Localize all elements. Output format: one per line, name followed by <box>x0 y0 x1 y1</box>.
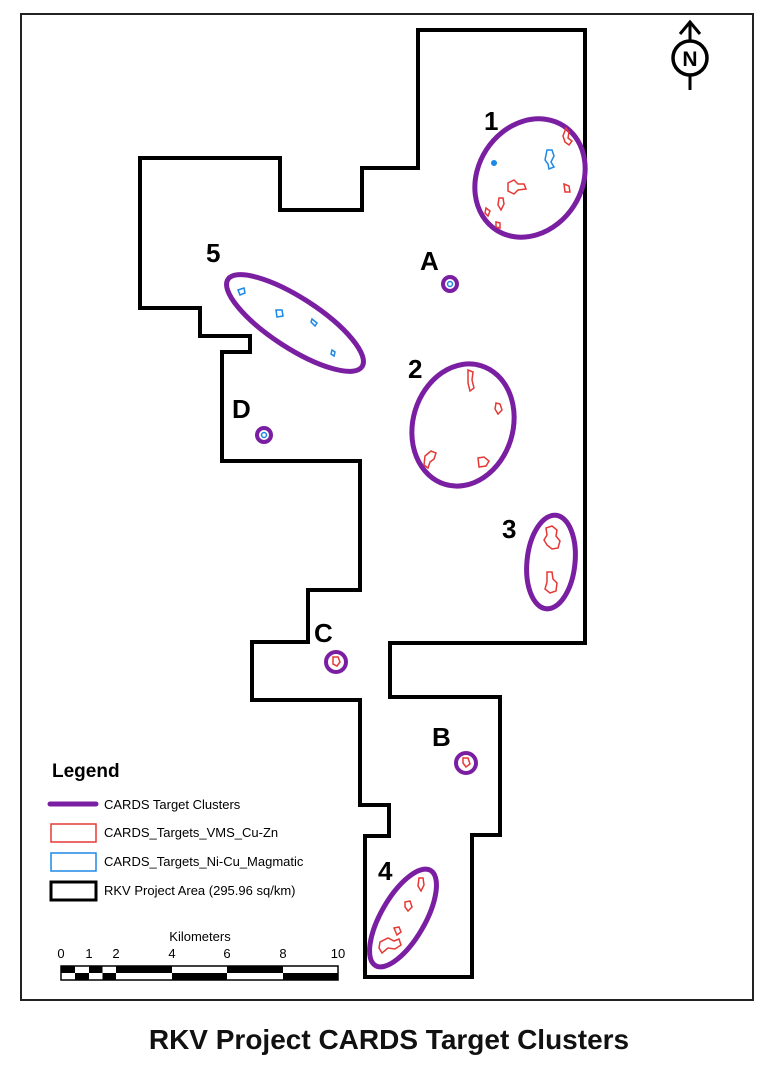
scale-segment <box>102 973 116 980</box>
cluster-b-ring <box>454 751 478 775</box>
cluster-c[interactable]: C <box>314 618 348 674</box>
cluster-c-ring <box>324 650 348 674</box>
scale-segment <box>283 973 338 980</box>
cluster-d[interactable]: D <box>232 394 273 444</box>
scale-tick-label: 4 <box>168 946 175 961</box>
magmatic-target <box>260 431 268 439</box>
magmatic-target <box>275 309 284 318</box>
vms-target <box>392 926 402 937</box>
scale-tick-label: 6 <box>223 946 230 961</box>
north-arrow-label: N <box>682 48 697 71</box>
cluster-b-label: B <box>432 722 451 752</box>
magmatic-target <box>491 160 497 166</box>
magmatic-target <box>330 348 336 358</box>
vms-target <box>507 179 528 195</box>
legend-swatch-vms <box>50 823 97 843</box>
cluster-a-label: A <box>420 246 439 276</box>
vms-target <box>378 937 402 955</box>
scale-tick-label: 10 <box>331 946 345 961</box>
magmatic-target <box>237 287 246 296</box>
cluster-d-ring <box>255 426 273 444</box>
cluster-4[interactable]: 4 <box>356 856 449 977</box>
legend-label-vms: CARDS_Targets_VMS_Cu-Zn <box>104 825 278 840</box>
cluster-1-label: 1 <box>484 106 498 136</box>
vms-target <box>462 757 471 769</box>
scale-tick-label: 0 <box>57 946 64 961</box>
scale-segment <box>172 973 227 980</box>
legend-swatch-magmatic <box>50 852 97 872</box>
scale-segment <box>89 966 103 973</box>
vms-target <box>543 525 561 550</box>
project-area-boundary <box>138 28 587 979</box>
cluster-b[interactable]: B <box>432 722 478 775</box>
cluster-5[interactable]: 5 <box>206 238 376 388</box>
scale-segment <box>116 966 172 973</box>
cluster-d-label: D <box>232 394 251 424</box>
legend-label-project-area: RKV Project Area (295.96 sq/km) <box>104 883 295 898</box>
cluster-3-label: 3 <box>502 514 516 544</box>
north-arrow-circle <box>671 39 709 77</box>
cluster-2-ellipse <box>409 361 517 489</box>
cluster-4-label: 4 <box>378 856 393 886</box>
vms-target <box>495 221 501 229</box>
cluster-5-ellipse <box>224 272 366 374</box>
scale-segment <box>227 966 283 973</box>
north-arrow-head <box>678 19 702 35</box>
vms-target <box>562 126 574 147</box>
vms-target <box>404 900 413 913</box>
scale-tick-label: 8 <box>279 946 286 961</box>
vms-target <box>423 450 437 470</box>
scale-segment <box>61 966 75 973</box>
map-frame <box>20 13 754 1001</box>
scale-tick-label: 1 <box>85 946 92 961</box>
scale-bar: Kilometers 0 1 2 4 6 8 10 <box>57 929 345 981</box>
vms-target <box>484 206 491 218</box>
cluster-5-label: 5 <box>206 238 220 268</box>
magmatic-target <box>310 317 319 328</box>
map-title: RKV Project CARDS Target Clusters <box>148 1024 630 1055</box>
legend-swatch-project-area <box>49 880 98 902</box>
cluster-a-ring <box>441 275 459 293</box>
cluster-1[interactable]: 1 <box>453 98 608 259</box>
cluster-c-label: C <box>314 618 333 648</box>
cluster-2-label: 2 <box>408 354 422 384</box>
vms-target <box>467 368 475 393</box>
north-arrow: N <box>671 19 709 90</box>
vms-target <box>497 197 505 212</box>
magmatic-target <box>446 280 454 288</box>
cluster-a[interactable]: A <box>420 246 459 293</box>
vms-target <box>544 571 558 594</box>
legend: Legend CARDS Target Clusters CARDS_Targe… <box>47 761 304 902</box>
cluster-3[interactable]: 3 <box>502 512 580 612</box>
cluster-3-ellipse <box>524 512 578 612</box>
vms-target <box>563 182 571 193</box>
scale-unit-label: Kilometers <box>169 929 231 944</box>
scale-segment <box>75 973 89 980</box>
scale-tick-label: 2 <box>112 946 119 961</box>
vms-target <box>417 877 425 893</box>
vms-target <box>494 402 503 416</box>
vms-target <box>332 656 341 667</box>
cluster-1-ellipse <box>472 116 588 240</box>
legend-label-clusters: CARDS Target Clusters <box>104 797 241 812</box>
vms-target <box>477 456 490 468</box>
cluster-2[interactable]: 2 <box>397 351 529 499</box>
cluster-4-ellipse <box>367 866 439 970</box>
legend-label-magmatic: CARDS_Targets_Ni-Cu_Magmatic <box>104 854 304 869</box>
magmatic-target <box>544 149 556 171</box>
legend-title: Legend <box>52 761 120 782</box>
